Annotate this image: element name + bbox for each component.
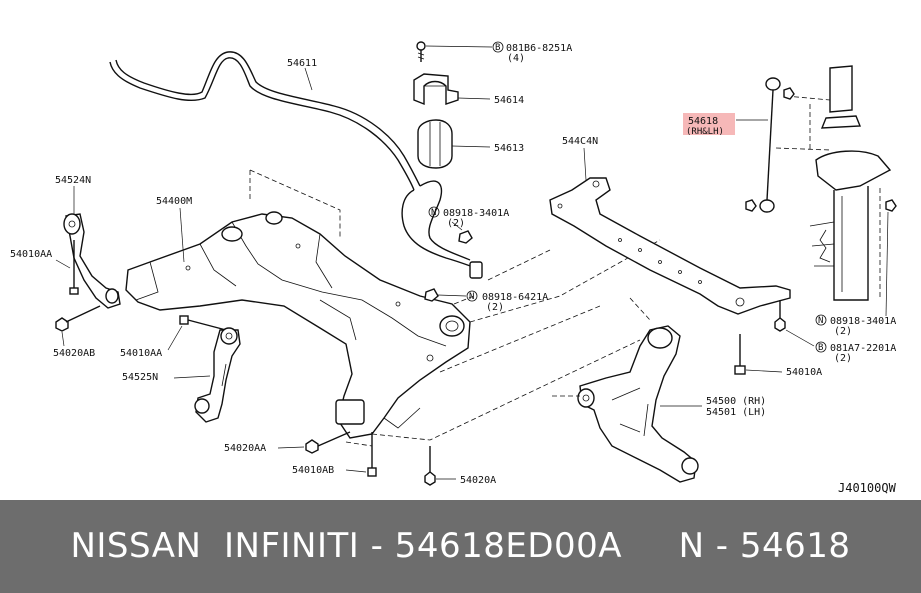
member-544C4N <box>549 177 791 315</box>
label-08918-6421A-qty: (2) <box>486 302 504 313</box>
label-54020AB: 54020AB <box>53 348 95 359</box>
dashed-guide-13 <box>629 297 651 321</box>
label-54525N: 54525N <box>122 372 158 383</box>
nut-08918-6421A <box>424 288 439 302</box>
label-54500: 54500 (RH) <box>706 396 766 407</box>
strut-assembly <box>809 65 892 301</box>
stabilizer-link-54618[interactable] <box>745 77 795 213</box>
label-081A7-qty: (2) <box>834 353 852 364</box>
bracket-54614 <box>413 73 459 106</box>
label-54501: 54501 (LH) <box>706 407 766 418</box>
label-54611: 54611 <box>287 58 317 69</box>
dashed-guide-12 <box>775 147 831 151</box>
dashed-guide-3 <box>371 339 641 441</box>
bolt-54010AA-mid <box>179 315 227 331</box>
bolt-54020AA <box>305 431 351 454</box>
circle-n-1: N <box>431 208 436 218</box>
label-54524N: 54524N <box>55 175 91 186</box>
bolt-54020AB <box>55 305 101 332</box>
stabilizer-bar-54611 <box>109 51 483 279</box>
label-081B6-8251A: 081B6-8251A <box>506 43 572 54</box>
label-54010A: 54010A <box>786 367 822 378</box>
bolt-081A7 <box>774 300 786 332</box>
nut-08918-3401A-left <box>458 230 473 244</box>
circle-n-2: N <box>469 292 474 302</box>
circle-b-2: B <box>818 343 823 353</box>
label-54618[interactable]: 54618 <box>688 116 718 127</box>
label-08918-3401A-2-qty: (2) <box>834 326 852 337</box>
label-08918-3401A-2: 08918-3401A <box>830 316 896 327</box>
label-54010AA-mid: 54010AA <box>120 348 162 359</box>
label-54400M: 54400M <box>156 196 192 207</box>
part-number-banner: NISSAN INFINITI - 54618ED00A N - 54618 <box>0 500 921 593</box>
label-544C4N: 544C4N <box>562 136 598 147</box>
bracket-54525N <box>194 327 241 423</box>
dashed-guide-7 <box>487 249 551 281</box>
label-54614: 54614 <box>494 95 524 106</box>
label-54020AA: 54020AA <box>224 443 266 454</box>
nut-08918-3401A-right <box>885 199 897 212</box>
label-08918-6421A: 08918-6421A <box>482 292 548 303</box>
label-54010AA-left: 54010AA <box>10 249 52 260</box>
dashed-guide-11 <box>785 95 831 101</box>
dashed-guide-8 <box>453 295 475 305</box>
dashed-guide-1 <box>249 169 341 238</box>
label-08918-3401A-1-qty: (2) <box>447 218 465 229</box>
diagram-code: J40100QW <box>838 481 897 495</box>
bolt-54010AA-left <box>69 240 79 295</box>
label-081A7-2201A: 081A7-2201A <box>830 343 896 354</box>
bolt-081B6 <box>416 41 426 62</box>
bracket-54524N <box>63 213 121 309</box>
dashed-guide-4 <box>345 441 373 470</box>
parts-diagram: 54611 B 081B6-8251A (4) 54614 54613 N 08… <box>10 41 897 495</box>
bolt-54010AB <box>367 432 377 477</box>
bolt-54010A <box>734 334 746 375</box>
subframe-54400M <box>125 211 471 439</box>
circle-n-3: N <box>818 316 823 326</box>
dashed-guide-6 <box>439 305 601 373</box>
banner-text: NISSAN INFINITI - 54618ED00A N - 54618 <box>70 526 851 566</box>
lower-arm-54500 <box>577 325 699 483</box>
label-08918-3401A-1: 08918-3401A <box>443 208 509 219</box>
label-54020A: 54020A <box>460 475 496 486</box>
highlight-box <box>683 113 735 135</box>
dashed-guide-5 <box>469 239 661 323</box>
label-54010AB: 54010AB <box>292 465 334 476</box>
label-081B6-qty: (4) <box>507 53 525 64</box>
bushing-54613 <box>417 119 453 169</box>
circle-b-1: B <box>495 43 500 53</box>
bolt-54020A <box>424 446 436 486</box>
label-54613: 54613 <box>494 143 524 154</box>
label-54618-side: (RH&LH) <box>686 127 724 137</box>
